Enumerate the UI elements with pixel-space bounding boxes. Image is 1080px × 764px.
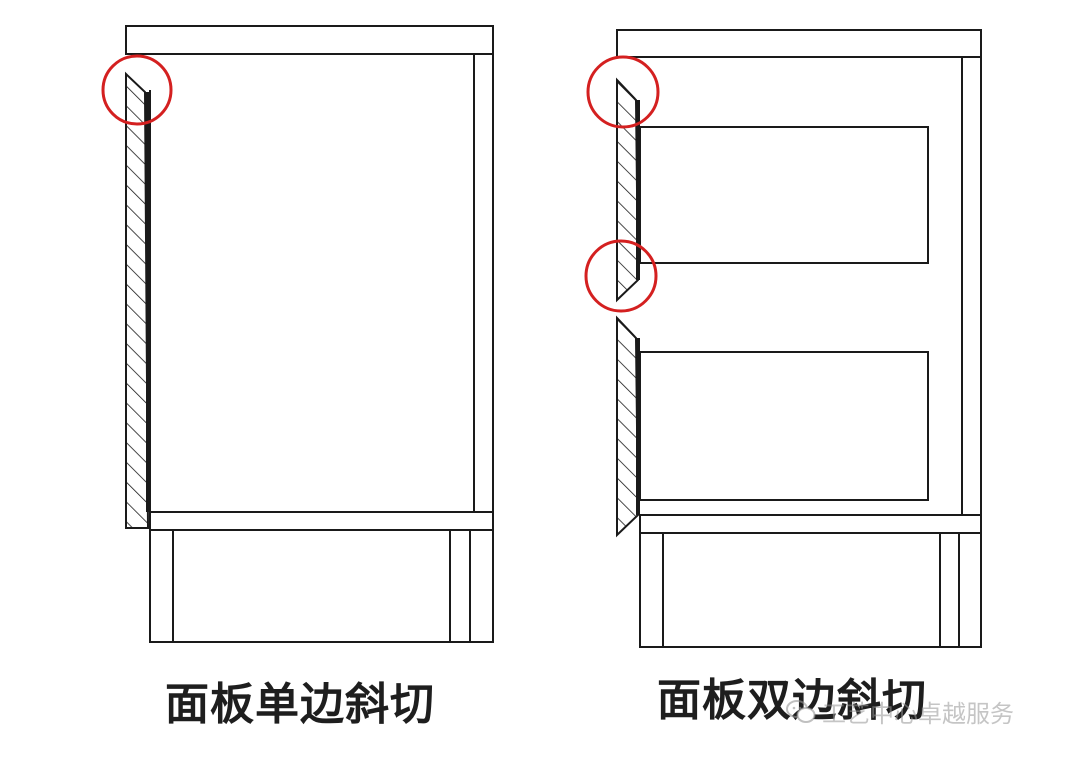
caption-single-bevel: 面板单边斜切 [165, 679, 435, 730]
plinth [639, 532, 982, 648]
plinth [149, 529, 494, 643]
bevel-highlight-circle [101, 54, 173, 126]
cabinet-single-bevel [101, 25, 494, 643]
drawer-front-lower [616, 315, 640, 538]
drawer-box-lower [639, 351, 929, 501]
countertop [125, 25, 494, 55]
caption-double-bevel: 面板双边斜切 [657, 675, 927, 726]
drawer-box-upper [639, 126, 929, 264]
drawer-front-upper [616, 77, 640, 303]
bottom-shelf [639, 514, 982, 534]
watermark: 工艺中心卓越服务 [786, 694, 1014, 729]
countertop [616, 29, 982, 58]
watermark-text: 工艺中心卓越服务 [822, 700, 1014, 728]
cabinet-double-bevel [584, 29, 982, 648]
wechat-icon [786, 699, 816, 723]
bottom-shelf [149, 511, 494, 531]
bevel-highlight-circle-middle [584, 239, 658, 313]
bevel-highlight-circle-top [586, 55, 660, 129]
door-panel [125, 71, 150, 529]
